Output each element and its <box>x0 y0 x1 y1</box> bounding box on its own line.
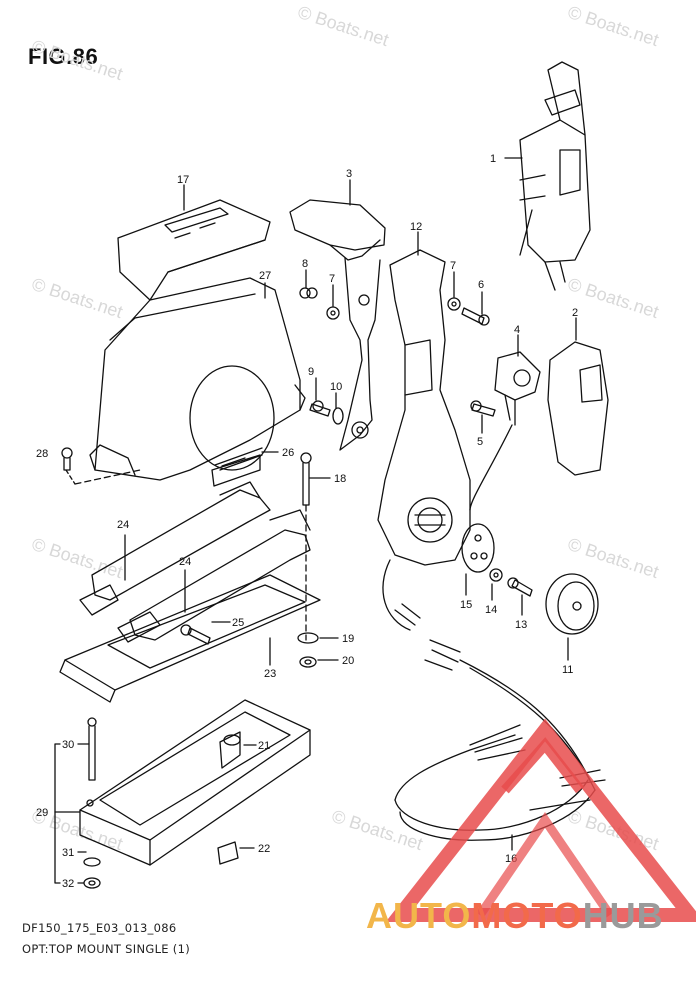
part-8-screw <box>299 287 318 299</box>
callout-1: 1 <box>490 153 496 165</box>
brand-part-moto: MOTO <box>471 895 583 936</box>
part-3-handle <box>289 199 386 451</box>
part-24-bracket <box>79 481 271 616</box>
part-22-clip <box>217 841 239 865</box>
part-20-nut <box>299 656 317 668</box>
callout-30: 30 <box>62 739 74 751</box>
callout-31: 31 <box>62 847 74 859</box>
callout-8: 8 <box>302 258 308 270</box>
callout-4: 4 <box>514 324 520 336</box>
callout-5: 5 <box>477 436 483 448</box>
callout-23: 23 <box>264 668 276 680</box>
callout-18: 18 <box>334 473 346 485</box>
part-6-screw <box>461 307 490 326</box>
part-7-washer <box>447 297 461 311</box>
part-31-washer <box>83 857 101 867</box>
part-32-nut <box>83 877 101 889</box>
brand-part-auto: AUTO <box>366 895 472 936</box>
callout-12: 12 <box>410 221 422 233</box>
part-28-screw <box>61 447 141 485</box>
part-17-top-cover <box>117 199 271 301</box>
part-1-control-box <box>519 61 591 291</box>
part-13-screw <box>507 577 533 597</box>
callout-15: 15 <box>460 599 472 611</box>
callout-10: 10 <box>330 381 342 393</box>
part-2-grip <box>547 341 609 476</box>
part-14-washer <box>489 568 503 582</box>
brand-wordmark: AUTOMOTOHUB <box>366 895 664 937</box>
figure-caption: OPT:TOP MOUNT SINGLE (1) <box>22 942 190 956</box>
part-15-plate <box>461 523 495 573</box>
callout-20: 20 <box>342 655 354 667</box>
part-5-screw <box>470 400 496 417</box>
callout-28: 28 <box>36 448 48 460</box>
part-12-lever-arm <box>377 249 471 566</box>
part-10-washer <box>332 407 344 425</box>
callout-6: 6 <box>478 279 484 291</box>
callout-32: 32 <box>62 878 74 890</box>
callout-25: 25 <box>232 617 244 629</box>
part-18-bolt <box>300 452 312 641</box>
part-29-base <box>79 699 311 866</box>
callout-24: 24 <box>117 519 129 531</box>
callout-19: 19 <box>342 633 354 645</box>
part-23-gasket <box>59 574 321 703</box>
part-25-screw <box>180 624 211 645</box>
callout-21: 21 <box>258 740 270 752</box>
brand-part-hub: HUB <box>582 895 664 936</box>
callout-2: 2 <box>572 307 578 319</box>
callout-9: 9 <box>308 366 314 378</box>
callout-7: 7 <box>450 260 456 272</box>
part-21-clamp <box>219 731 241 769</box>
callout-22: 22 <box>258 843 270 855</box>
brand-logo-icon <box>385 718 696 922</box>
part-9-bolt <box>309 400 331 417</box>
callout-27: 27 <box>259 270 271 282</box>
callout-26: 26 <box>282 447 294 459</box>
callout-13: 13 <box>515 619 527 631</box>
figure-title: FIG.86 <box>28 44 99 69</box>
part-26-bracket <box>211 454 261 487</box>
callout-24: 24 <box>179 556 191 568</box>
callout-29: 29 <box>36 807 48 819</box>
part-7-washer <box>326 306 340 320</box>
part-4-switch <box>469 351 541 511</box>
callout-7: 7 <box>329 273 335 285</box>
figure-code: DF150_175_E03_013_086 <box>22 921 177 935</box>
part-30-bolt <box>87 717 97 781</box>
callout-17: 17 <box>177 174 189 186</box>
part-19-washer <box>297 632 319 644</box>
part-11-knob <box>545 573 599 635</box>
callout-3: 3 <box>346 168 352 180</box>
callout-11: 11 <box>562 664 573 676</box>
part-27-main-cover <box>89 277 306 481</box>
callout-14: 14 <box>485 604 497 616</box>
